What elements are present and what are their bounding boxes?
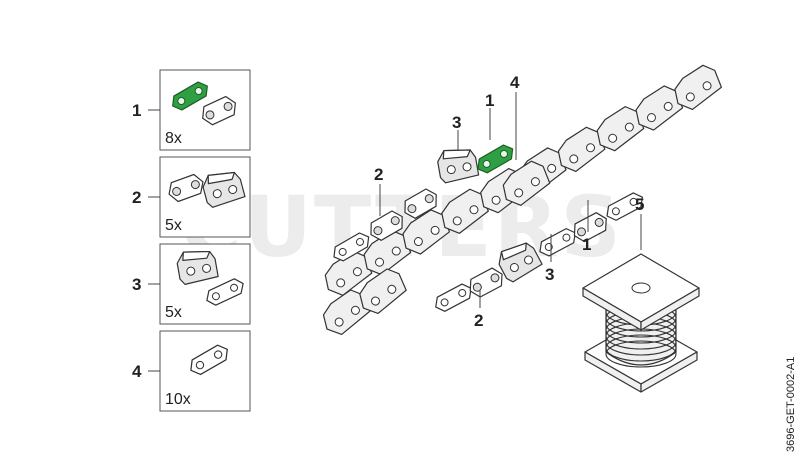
legend-item-4: 4 10x [132,330,251,412]
callout-1-top: 1 [485,91,494,110]
legend-callout-4: 4 [132,362,142,381]
callout-2-bottom: 2 [474,311,483,330]
legend-callout-1: 1 [132,101,141,120]
callout-3-top: 3 [452,113,461,132]
callout-4-top: 4 [510,73,520,92]
callout-3-right: 3 [545,265,554,284]
legend-callout-2: 2 [132,188,141,207]
callout-1-right: 1 [582,235,591,254]
callouts: 1 4 3 2 1 3 2 5 [374,73,644,330]
callout-5-spool: 5 [635,195,644,214]
legend-item-1: 1 8x [132,69,251,151]
legend-item-2: 2 5x [132,156,251,238]
legend-quantity-2: 5x [165,217,182,234]
legend-quantity-4: 10x [165,391,191,408]
document-id: 3696-GET-0002-A1 [785,357,797,452]
chain-spool-icon [582,253,700,393]
callout-2-left: 2 [374,165,383,184]
legend-item-3: 3 5x [132,243,251,325]
legend-callout-3: 3 [132,275,141,294]
legend-quantity-1: 8x [165,130,182,147]
legend-quantity-3: 5x [165,304,182,321]
